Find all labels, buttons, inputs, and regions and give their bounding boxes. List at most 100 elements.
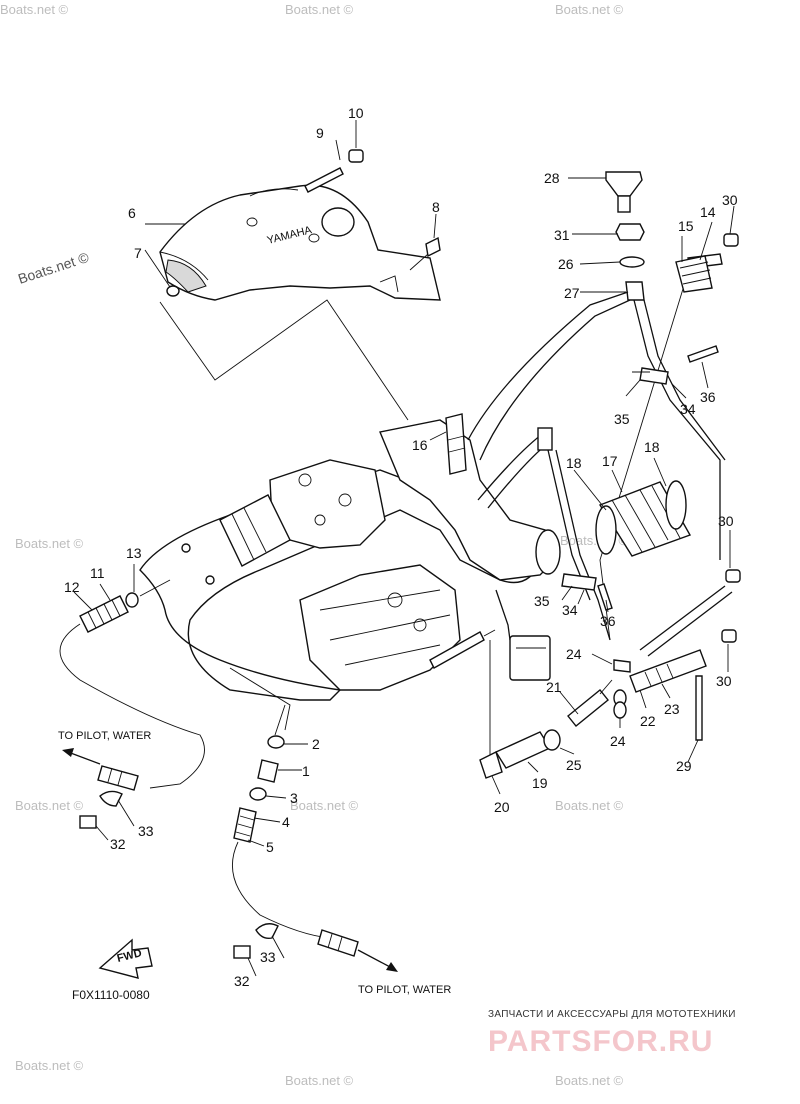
- callout-30-c: 30: [716, 673, 732, 689]
- valve-box: [509, 635, 551, 681]
- callout-6: 6: [128, 205, 136, 221]
- callout-30-b: 30: [718, 513, 734, 529]
- callout-27: 27: [564, 285, 580, 301]
- pilot-water-left: [59, 579, 205, 829]
- callout-35: 35: [614, 411, 630, 427]
- callout-13: 13: [126, 545, 142, 561]
- callout-36: 36: [700, 389, 716, 405]
- diagram-code: F0X1110-0080: [72, 988, 150, 1002]
- callout-20: 20: [494, 799, 510, 815]
- callout-11: 11: [90, 565, 105, 581]
- callout-9: 9: [316, 125, 324, 141]
- filler-cap: [605, 171, 643, 197]
- callout-32: 32: [110, 836, 126, 852]
- callout-18-b: 18: [644, 439, 660, 455]
- callout-23: 23: [664, 701, 680, 717]
- callout-28: 28: [544, 170, 560, 186]
- clip: [613, 659, 631, 673]
- callout-33-b: 33: [260, 949, 276, 965]
- clamp: [665, 480, 687, 530]
- brand-tagline: ЗАПЧАСТИ И АКСЕССУАРЫ ДЛЯ МОТОТЕХНИКИ: [488, 1009, 736, 1020]
- cap: [721, 629, 737, 643]
- callout-34: 34: [680, 401, 696, 417]
- clamp-block: [233, 945, 251, 959]
- clip: [99, 790, 123, 807]
- watermark: Boats.net ©: [15, 798, 84, 813]
- clamp: [125, 592, 139, 608]
- hose-joint: [79, 595, 129, 633]
- callout-26: 26: [558, 256, 574, 272]
- exhaust-cover-group: YAMAHA: [144, 120, 441, 421]
- watermark: Boats.net ©: [15, 536, 84, 551]
- clamp: [561, 573, 597, 591]
- o-ring: [166, 285, 180, 297]
- cap: [348, 149, 364, 163]
- callout-19: 19: [532, 775, 548, 791]
- brand-banner: ЗАПЧАСТИ И АКСЕССУАРЫ ДЛЯ МОТОТЕХНИКИ PA…: [488, 1009, 788, 1069]
- joint: [257, 759, 279, 783]
- nut: [615, 223, 645, 241]
- hose-connector: [445, 413, 467, 475]
- watermark: Boats.net ©: [290, 798, 359, 813]
- callout-3: 3: [290, 790, 298, 806]
- clamp: [543, 729, 561, 751]
- clip: [425, 236, 441, 258]
- watermark: Boats.net ©: [15, 1058, 84, 1073]
- elbow-fitting: [567, 689, 609, 727]
- callout-8: 8: [432, 199, 440, 215]
- callout-16: 16: [412, 437, 428, 453]
- to-pilot-water-label: TO PILOT, WATER: [58, 730, 151, 742]
- callout-22: 22: [640, 713, 656, 729]
- fwd-arrow: FWD: [98, 938, 153, 979]
- brand-logo: PARTSFOR.RU: [488, 1025, 714, 1058]
- clamp: [267, 735, 285, 749]
- leader-lines: [73, 177, 735, 977]
- fitting: [625, 281, 645, 301]
- clip: [613, 701, 627, 719]
- callout-32-b: 32: [234, 973, 250, 989]
- hose: [675, 255, 713, 293]
- fwd-label: FWD: [116, 947, 143, 965]
- bolt: [687, 345, 719, 363]
- watermark: Boats.net ©: [555, 1073, 624, 1088]
- callout-2: 2: [312, 736, 320, 752]
- callout-24: 24: [566, 646, 582, 662]
- bolt: [304, 167, 344, 193]
- watermark: Boats.net ©: [285, 1073, 354, 1088]
- watermark: Boats.net ©: [0, 2, 69, 17]
- callout-36-b: 36: [600, 613, 616, 629]
- clamp-block: [79, 815, 97, 829]
- clamp: [595, 505, 617, 555]
- lower-manifold: [299, 564, 461, 691]
- clamp: [479, 751, 503, 779]
- callout-12: 12: [64, 579, 80, 595]
- callout-33: 33: [138, 823, 154, 839]
- exhaust-cover: [159, 184, 441, 301]
- drain-hose: [494, 731, 552, 769]
- water-lock-group: [595, 171, 741, 741]
- cap: [723, 233, 739, 247]
- callout-1: 1: [302, 763, 310, 779]
- watermark: Boats.net ©: [555, 798, 624, 813]
- clip: [255, 923, 279, 940]
- callout-14: 14: [700, 204, 716, 220]
- watermark: Boats.net ©: [285, 2, 354, 17]
- pilot-water-bottom: [231, 704, 398, 972]
- watermark: Boats.net ©: [16, 249, 91, 287]
- hose: [629, 649, 707, 693]
- callout-17: 17: [602, 453, 618, 469]
- clamp: [249, 787, 267, 801]
- callout-15: 15: [678, 218, 694, 234]
- watermark: Boats.net ©: [555, 2, 624, 17]
- callout-10: 10: [348, 105, 364, 121]
- exhaust-manifold-assembly: [139, 419, 561, 769]
- callout-labels: 1 2 3 4 5 6 7 8 9 10 11 12 13 14 15 16 1…: [64, 105, 738, 989]
- callout-5: 5: [266, 839, 274, 855]
- clamp: [639, 367, 669, 385]
- callout-35-b: 35: [534, 593, 550, 609]
- gasket: [619, 256, 645, 268]
- to-pilot-water-label: TO PILOT, WATER: [358, 984, 451, 996]
- cable-tie: [695, 675, 703, 741]
- callout-25: 25: [566, 757, 582, 773]
